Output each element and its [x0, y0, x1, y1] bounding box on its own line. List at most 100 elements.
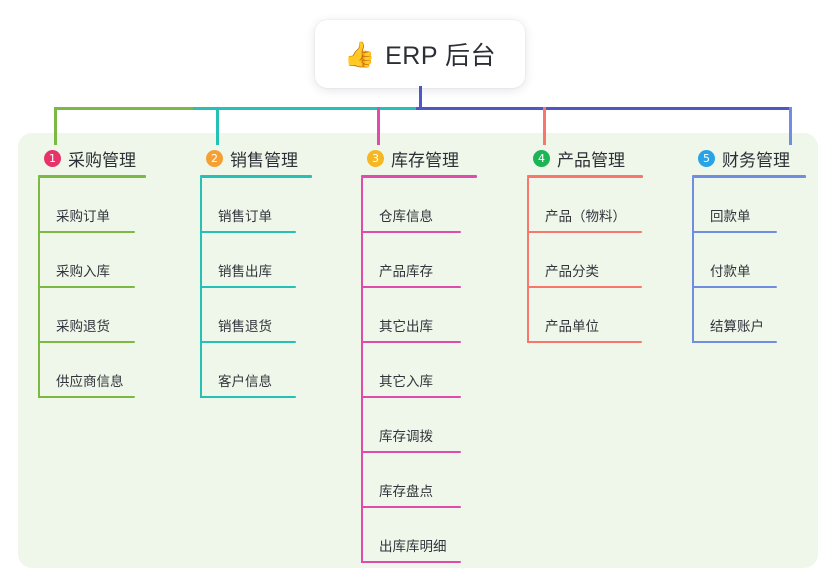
column-title: 销售管理	[230, 150, 298, 170]
drop-connector-1	[54, 107, 57, 145]
leaf-node[interactable]: 采购退货	[38, 288, 146, 343]
column-body: 回款单付款单结算账户	[692, 178, 806, 343]
leaf-rule	[361, 231, 461, 233]
leaf-node[interactable]: 采购入库	[38, 233, 146, 288]
leaf-rule	[361, 561, 461, 563]
leaf-label: 产品分类	[545, 264, 599, 279]
leaf-rule	[38, 286, 135, 288]
leaf-label: 采购入库	[56, 264, 110, 279]
column-header-rule	[527, 175, 643, 178]
leaf-node[interactable]: 客户信息	[200, 343, 312, 398]
leaf-label: 采购退货	[56, 319, 110, 334]
leaf-rule	[361, 396, 461, 398]
column-title: 财务管理	[722, 150, 790, 170]
leaf-label: 产品库存	[379, 264, 433, 279]
root-stem-connector	[419, 86, 422, 109]
column-spine	[361, 178, 363, 563]
leaf-node[interactable]: 库存调拨	[361, 398, 477, 453]
column-title: 库存管理	[391, 150, 459, 170]
column-body: 采购订单采购入库采购退货供应商信息	[38, 178, 146, 398]
leaf-node[interactable]: 仓库信息	[361, 178, 477, 233]
leaf-node[interactable]: 结算账户	[692, 288, 806, 343]
leaf-rule	[692, 341, 777, 343]
column-header-5[interactable]: 5 财务管理	[692, 145, 806, 171]
column-1: 1 采购管理采购订单采购入库采购退货供应商信息	[38, 145, 146, 398]
column-2: 2 销售管理销售订单销售出库销售退货客户信息	[200, 145, 312, 398]
leaf-label: 仓库信息	[379, 209, 433, 224]
column-title: 采购管理	[68, 150, 136, 170]
leaf-node[interactable]: 采购订单	[38, 178, 146, 233]
leaf-node[interactable]: 销售退货	[200, 288, 312, 343]
leaf-rule	[692, 231, 777, 233]
leaf-node[interactable]: 产品库存	[361, 233, 477, 288]
column-header-2[interactable]: 2 销售管理	[200, 145, 312, 171]
leaf-rule	[361, 341, 461, 343]
column-3: 3 库存管理仓库信息产品库存其它出库其它入库库存调拨库存盘点出库库明细	[361, 145, 477, 563]
leaf-node[interactable]: 出库库明细	[361, 508, 477, 563]
column-5: 5 财务管理回款单付款单结算账户	[692, 145, 806, 343]
leaf-rule	[527, 341, 642, 343]
leaf-node[interactable]: 库存盘点	[361, 453, 477, 508]
leaf-label: 销售出库	[218, 264, 272, 279]
column-header-rule	[38, 175, 146, 178]
column-header-rule	[200, 175, 312, 178]
leaf-rule	[361, 506, 461, 508]
leaf-rule	[692, 286, 777, 288]
column-spine	[200, 178, 202, 398]
leaf-rule	[361, 451, 461, 453]
bus-segment-1	[54, 107, 194, 110]
leaf-node[interactable]: 其它出库	[361, 288, 477, 343]
leaf-node[interactable]: 回款单	[692, 178, 806, 233]
leaf-node[interactable]: 产品单位	[527, 288, 643, 343]
leaf-label: 销售退货	[218, 319, 272, 334]
leaf-rule	[527, 286, 642, 288]
number-badge-icon: 1	[44, 149, 61, 167]
leaf-node[interactable]: 产品分类	[527, 233, 643, 288]
column-header-1[interactable]: 1 采购管理	[38, 145, 146, 171]
column-spine	[527, 178, 529, 343]
leaf-rule	[200, 396, 296, 398]
leaf-node[interactable]: 销售订单	[200, 178, 312, 233]
column-spine	[692, 178, 694, 343]
leaf-rule	[200, 341, 296, 343]
leaf-label: 出库库明细	[379, 539, 447, 554]
leaf-rule	[38, 231, 135, 233]
drop-connector-4	[543, 107, 546, 145]
leaf-node[interactable]: 产品（物料）	[527, 178, 643, 233]
leaf-label: 结算账户	[710, 319, 764, 334]
number-badge-icon: 5	[698, 149, 715, 167]
column-body: 销售订单销售出库销售退货客户信息	[200, 178, 312, 398]
leaf-node[interactable]: 销售出库	[200, 233, 312, 288]
leaf-label: 产品（物料）	[545, 209, 626, 224]
column-title: 产品管理	[557, 150, 625, 170]
leaf-label: 采购订单	[56, 209, 110, 224]
leaf-rule	[200, 286, 296, 288]
leaf-rule	[38, 341, 135, 343]
drop-connector-3	[377, 107, 380, 145]
leaf-node[interactable]: 付款单	[692, 233, 806, 288]
number-badge-icon: 2	[206, 149, 223, 167]
column-header-rule	[692, 175, 806, 178]
diagram-panel	[18, 133, 818, 568]
column-header-3[interactable]: 3 库存管理	[361, 145, 477, 171]
column-body: 产品（物料） 产品分类产品单位	[527, 178, 643, 343]
leaf-node[interactable]: 供应商信息	[38, 343, 146, 398]
leaf-label: 销售订单	[218, 209, 272, 224]
leaf-rule	[527, 231, 642, 233]
leaf-label: 付款单	[710, 264, 751, 279]
leaf-rule	[38, 396, 135, 398]
leaf-label: 其它出库	[379, 319, 433, 334]
leaf-label: 产品单位	[545, 319, 599, 334]
number-badge-icon: 3	[367, 149, 384, 167]
drop-connector-2	[216, 107, 219, 145]
leaf-node[interactable]: 其它入库	[361, 343, 477, 398]
root-node-card[interactable]: 👍 ERP 后台	[315, 20, 525, 88]
leaf-label: 供应商信息	[56, 374, 124, 389]
leaf-rule	[361, 286, 461, 288]
leaf-label: 其它入库	[379, 374, 433, 389]
leaf-label: 回款单	[710, 209, 751, 224]
bus-segment-2	[193, 107, 417, 110]
